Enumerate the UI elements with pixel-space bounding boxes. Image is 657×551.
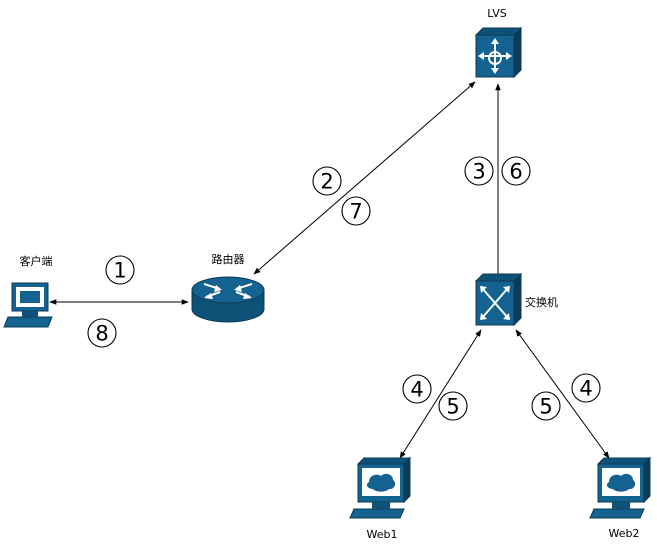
step-4-web1-marker: 4 [402,374,432,404]
link-router-lvs [253,81,476,275]
step-8-marker: 8 [87,318,117,348]
lvs-label: LVS [487,7,506,20]
link-switch-web1 [399,329,482,459]
svg-text:4: 4 [579,377,592,401]
link-switch-web2 [515,329,610,459]
svg-text:4: 4 [410,378,423,402]
router-label: 路由器 [212,252,245,266]
web2-server-icon [589,456,652,519]
step-7-marker: 7 [341,196,371,226]
step-5-web2-marker: 5 [531,391,561,421]
step-4-web2-marker: 4 [571,373,601,403]
web1-label: Web1 [367,528,398,541]
svg-text:5: 5 [539,395,552,419]
web2-label: Web2 [609,527,640,540]
switch-label: 交换机 [525,295,558,309]
switch-icon [474,272,523,327]
web1-server-icon [349,456,412,519]
client-label: 客户端 [20,254,53,268]
svg-text:8: 8 [95,322,108,346]
svg-text:7: 7 [349,200,362,224]
client-computer-icon [3,282,53,328]
svg-text:3: 3 [472,160,485,184]
lvs-device-icon [474,26,523,79]
svg-text:1: 1 [113,259,126,283]
step-6-marker: 6 [501,156,531,186]
step-1-marker: 1 [105,255,135,285]
svg-text:5: 5 [446,395,459,419]
step-2-marker: 2 [312,166,342,196]
step-3-marker: 3 [464,156,494,186]
svg-text:2: 2 [320,170,333,194]
svg-text:6: 6 [509,160,522,184]
router-icon [191,276,265,323]
step-5-web1-marker: 5 [438,391,468,421]
